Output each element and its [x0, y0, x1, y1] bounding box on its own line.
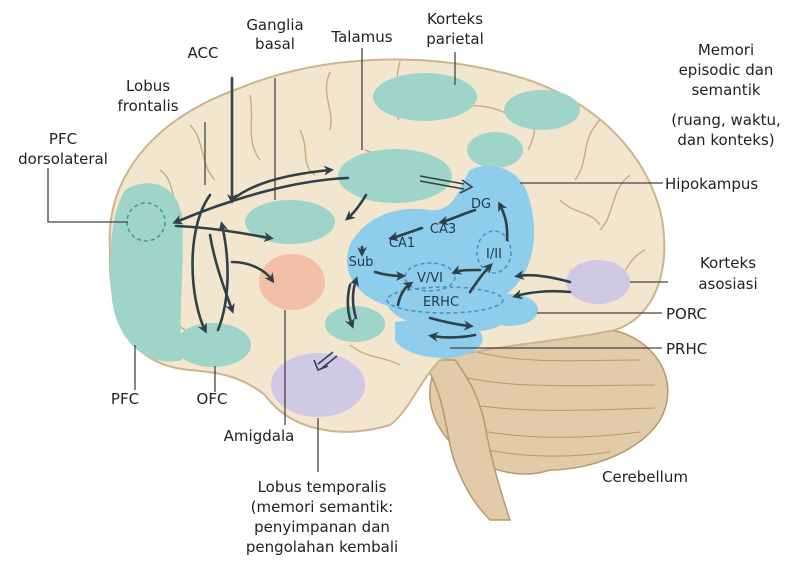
label-ca3: CA3: [430, 222, 456, 237]
label-acc: ACC: [188, 44, 219, 62]
label-pfc-dorsolateral-2: dorsolateral: [18, 150, 108, 168]
label-ca1: CA1: [389, 236, 415, 251]
label-pfc: PFC: [111, 390, 139, 408]
label-memori-5: dan konteks): [677, 131, 774, 149]
label-korteks-parietal-1: Korteks: [427, 10, 483, 28]
label-talamus: Talamus: [330, 28, 392, 46]
label-korteks-parietal-2: parietal: [426, 30, 484, 48]
label-sub: Sub: [349, 255, 374, 270]
label-cerebellum: Cerebellum: [602, 468, 688, 486]
label-memori-1: Memori: [698, 41, 754, 59]
label-dg: DG: [471, 197, 491, 212]
pfc-region: [110, 183, 183, 361]
label-lobus-temporalis-4: pengolahan kembali: [246, 538, 398, 556]
label-lobus-frontalis-1: Lobus: [126, 77, 170, 95]
label-lobus-temporalis-3: penyimpanan dan: [254, 518, 390, 536]
label-ganglia-basal-1: Ganglia: [246, 16, 303, 34]
memory-cortex-region: [504, 90, 580, 130]
label-vvi: V/VI: [417, 271, 443, 286]
label-ganglia-basal-2: basal: [255, 35, 295, 53]
medial-region: [467, 132, 523, 168]
label-amigdala: Amigdala: [224, 427, 295, 445]
amygdala-region: [259, 254, 325, 310]
label-korteks-asosiasi-1: Korteks: [700, 254, 756, 272]
label-hipokampus: Hipokampus: [665, 175, 758, 193]
label-ofc: OFC: [197, 390, 228, 408]
porc-region: [482, 294, 538, 326]
label-lobus-frontalis-2: frontalis: [117, 97, 178, 115]
label-lobus-temporalis-2: (memori semantik:: [251, 498, 394, 516]
label-prhc: PRHC: [666, 340, 707, 358]
ofc-region: [175, 323, 251, 367]
parietal-cortex-region: [373, 73, 477, 121]
label-korteks-asosiasi-2: asosiasi: [698, 275, 757, 293]
label-erhc: ERHC: [423, 295, 459, 310]
label-pfc-dorsolateral-1: PFC: [49, 130, 77, 148]
label-memori-4: (ruang, waktu,: [671, 111, 781, 129]
label-memori-2: episodic dan: [679, 61, 774, 79]
label-porc: PORC: [666, 305, 707, 323]
label-memori-3: semantik: [691, 81, 760, 99]
association-cortex-region: [566, 260, 630, 304]
label-iii: I/II: [486, 247, 502, 262]
thalamus-region: [338, 149, 452, 203]
label-lobus-temporalis-1: Lobus temporalis: [258, 478, 387, 496]
